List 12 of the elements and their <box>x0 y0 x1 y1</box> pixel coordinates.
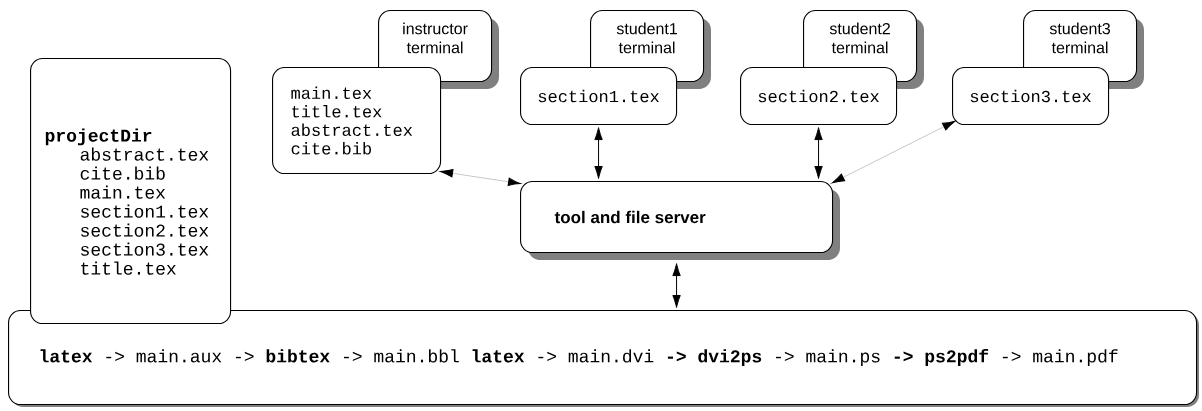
arrow <box>594 127 603 179</box>
arrow <box>440 169 521 186</box>
file-box: section2.tex <box>740 67 898 126</box>
server-box: tool and file server <box>520 181 840 260</box>
file-box: section1.tex <box>520 67 678 126</box>
arrow <box>672 263 681 308</box>
directory-box: projectDir abstract.tex cite.bib main.tex section1.tex section2.tex section3.tex title.tex <box>30 58 232 325</box>
arrow <box>831 120 956 184</box>
file-box: section3.tex <box>952 67 1110 126</box>
pipeline-box: latex -> main.aux -> bibtex -> main.bbl latex -> main.dvi -> dvi2ps -> main.ps -> ps2pdf -> main.pdf <box>8 310 1199 407</box>
file-box: main.tex title.tex abstract.tex cite.bib <box>272 67 442 175</box>
arrow <box>814 127 823 179</box>
